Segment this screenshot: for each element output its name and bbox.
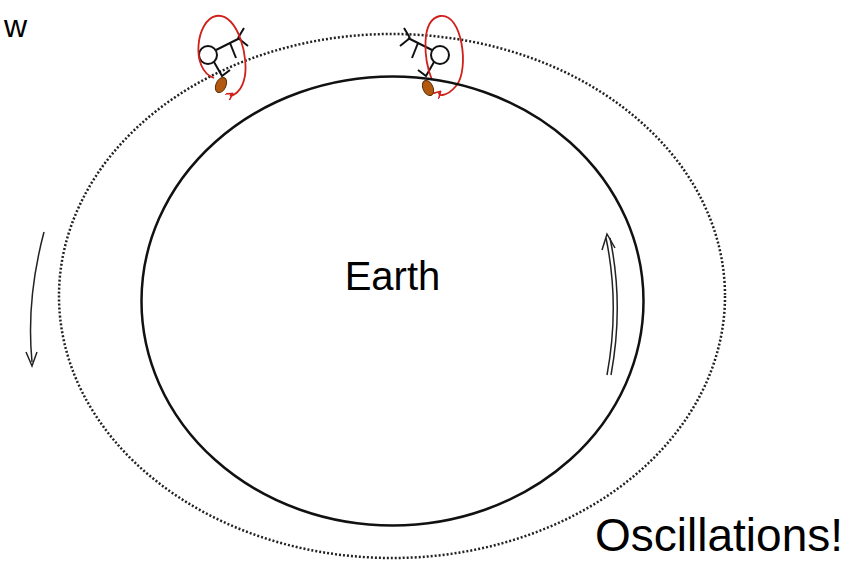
pendulum-bob: [213, 76, 229, 95]
oscillations-label: Oscillations!: [595, 508, 843, 562]
swing-loop: [198, 16, 245, 96]
astronaut-right: [400, 28, 449, 76]
earth-outline: [140, 75, 645, 527]
pendulum-bob: [420, 79, 436, 98]
orbit-arrow-left: [26, 232, 44, 366]
orbit-arrow-right: [602, 234, 617, 375]
view-label: w: [4, 8, 27, 45]
orbit-path: [59, 34, 725, 558]
node-text: Earth: [345, 254, 441, 299]
astronaut-left: [199, 28, 248, 76]
earth-circle: Earth: [140, 75, 645, 527]
